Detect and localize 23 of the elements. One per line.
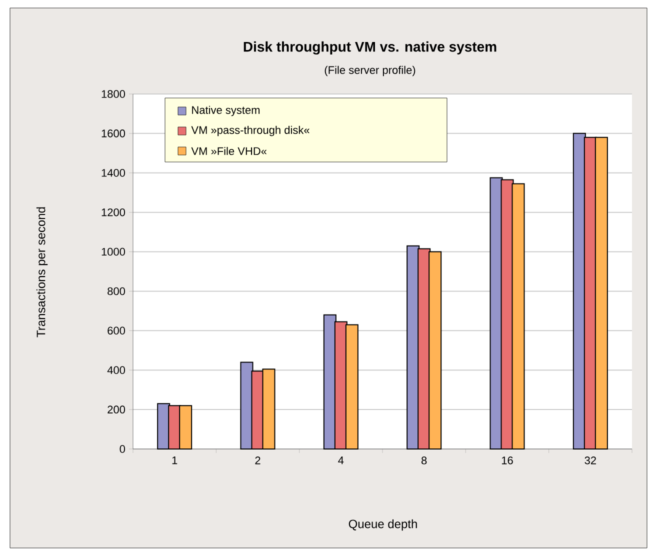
y-tick-label: 1400 <box>102 168 126 177</box>
chart-subtitle: (File server profile) <box>324 66 416 76</box>
y-tick-label: 1200 <box>102 208 126 216</box>
axis-title: Queue depth <box>348 519 417 531</box>
y-tick-label: 400 <box>107 366 126 374</box>
chart-title: Disk throughput VM vs. native system <box>244 41 496 55</box>
x-tick-label: 32 <box>584 456 596 464</box>
y-tick-label: 0 <box>120 445 126 453</box>
y-tick-label: 1000 <box>102 248 126 256</box>
y-tick-label: 800 <box>108 287 126 296</box>
legend-label: VM »pass-through disk« <box>191 126 310 136</box>
axis-title: Transactions per second <box>36 207 48 338</box>
x-tick-label: 4 <box>338 456 344 464</box>
x-tick-label: 1 <box>172 456 178 464</box>
x-tick-label: 2 <box>255 456 260 464</box>
legend-label: Native system <box>192 106 260 116</box>
y-tick-label: 200 <box>108 406 126 414</box>
x-tick-label: 8 <box>422 456 427 464</box>
legend-label: VM »File VHD« <box>191 146 267 156</box>
x-tick-label: 16 <box>502 456 513 464</box>
y-tick-label: 600 <box>108 326 126 335</box>
y-tick-label: 1600 <box>102 130 126 138</box>
y-tick-label: 1800 <box>102 90 126 98</box>
